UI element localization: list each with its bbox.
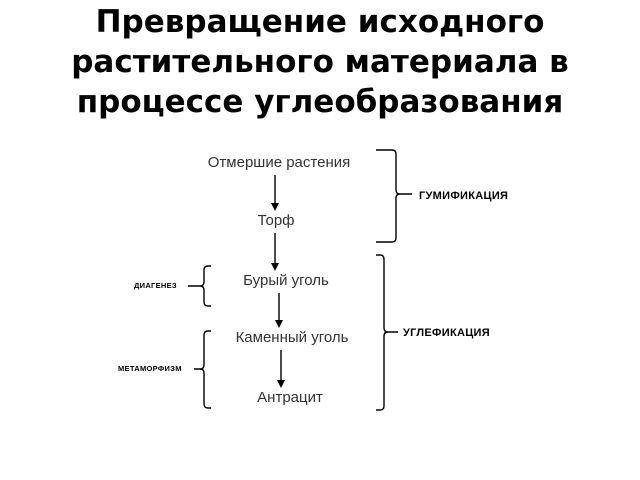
label-metamorphism: МЕТАМОРФИЗМ bbox=[118, 364, 182, 373]
title-line-2: растительного материала в bbox=[71, 44, 569, 80]
stage-dead-plants: Отмершие растения bbox=[207, 154, 351, 171]
brace-metamorphism bbox=[194, 330, 211, 409]
title-line-1: Превращение исходного bbox=[95, 4, 545, 40]
label-coalification: УГЛЕФИКАЦИЯ bbox=[403, 327, 490, 339]
stage-brown-coal: Бурый уголь bbox=[243, 272, 329, 289]
brace-humification bbox=[376, 149, 412, 243]
label-diagenesis: ДИАГЕНЕЗ bbox=[134, 281, 177, 290]
label-humification: ГУМИФИКАЦИЯ bbox=[419, 190, 509, 202]
slide-title: Превращение исходного растительного мате… bbox=[0, 2, 640, 122]
brace-diagenesis bbox=[188, 265, 211, 307]
title-line-3: процессе углеобразования bbox=[76, 84, 564, 120]
brace-coalification bbox=[376, 254, 398, 411]
stage-hard-coal: Каменный уголь bbox=[235, 329, 349, 346]
stage-anthracite: Антрацит bbox=[257, 389, 323, 406]
stage-peat: Торф bbox=[257, 212, 295, 229]
